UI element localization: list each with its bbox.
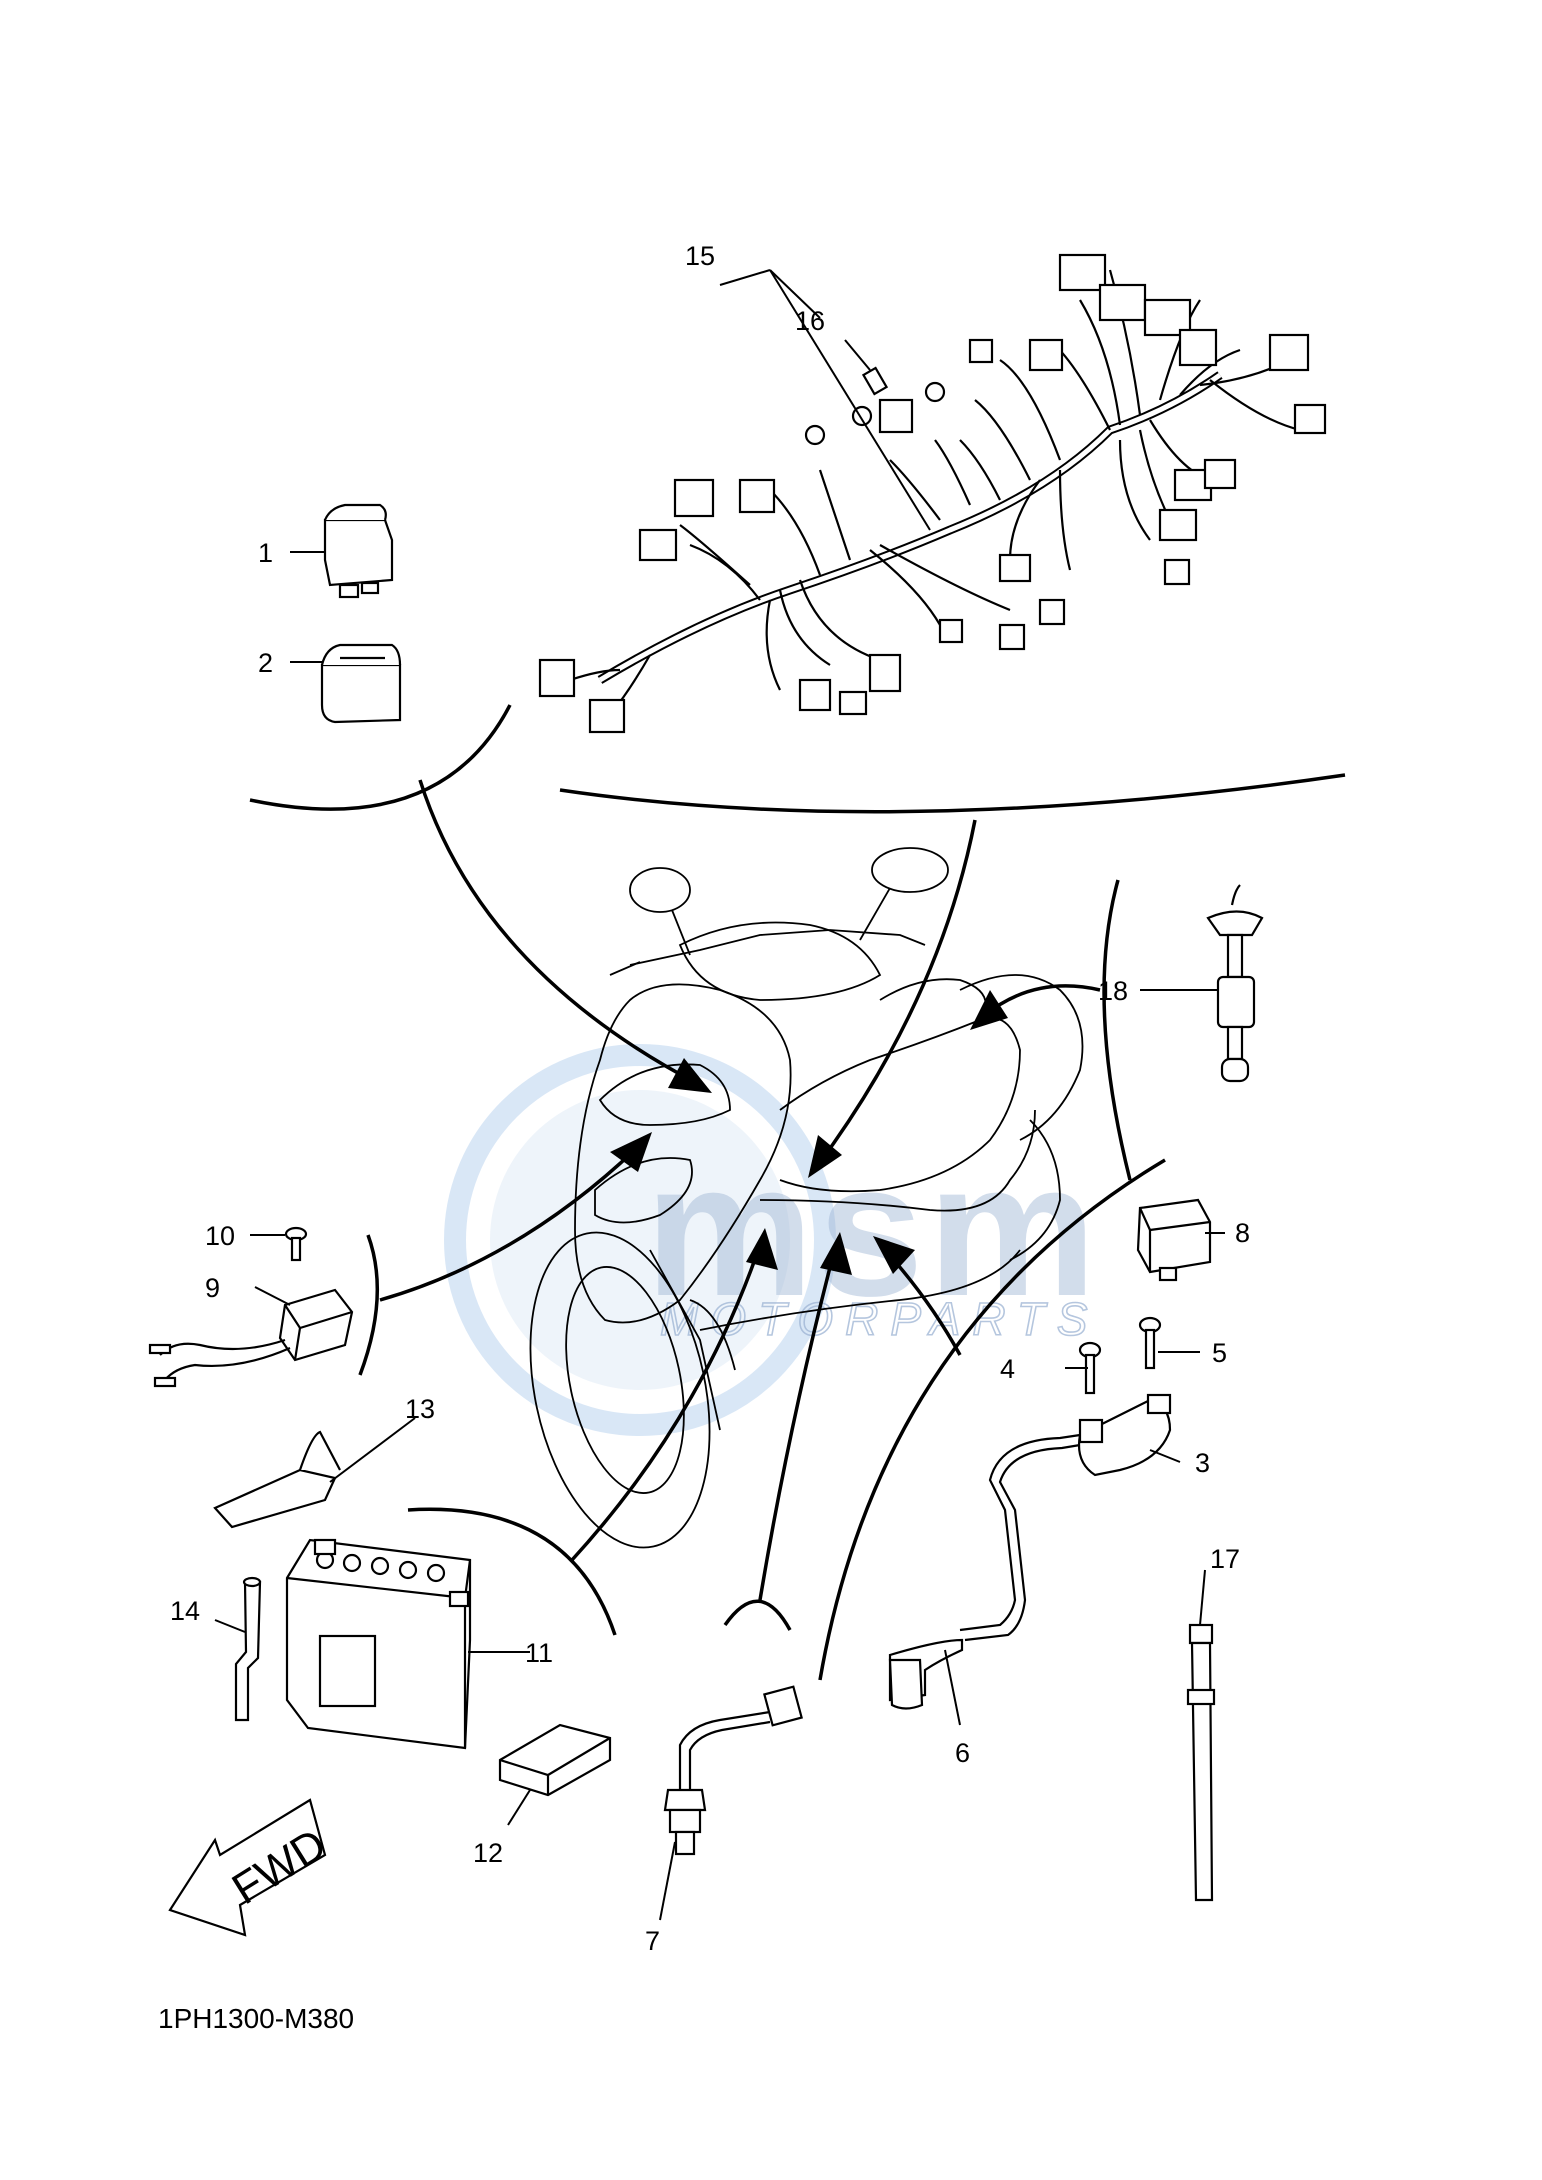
arrow-head-icon (970, 990, 1008, 1030)
callout-4: 4 (1000, 1354, 1015, 1384)
callout-2: 2 (258, 648, 273, 678)
arrow-head-icon (610, 1132, 652, 1172)
callout-8: 8 (1235, 1218, 1250, 1248)
callout-labels: 1 2 3 4 5 6 7 8 9 10 11 12 13 14 15 16 1… (170, 241, 1250, 1956)
callout-16: 16 (795, 306, 825, 336)
part-13-bracket (213, 1430, 341, 1529)
callout-10: 10 (205, 1221, 235, 1251)
part-14-tube (234, 1576, 262, 1722)
watermark-subtext: MOTORPARTS (660, 1293, 1099, 1345)
scooter-outline (529, 847, 1084, 1549)
arrow-head-icon (668, 1058, 712, 1093)
part-6-plug-cap (888, 1638, 964, 1710)
callout-1: 1 (258, 538, 273, 568)
callout-14: 14 (170, 1596, 200, 1626)
part-11-battery (285, 1538, 472, 1750)
callout-18: 18 (1098, 976, 1128, 1006)
watermark-logo-text: msm (645, 1124, 1101, 1336)
watermark: msm MOTORPARTS (444, 1044, 1101, 1436)
callout-13: 13 (405, 1394, 435, 1424)
watermark-globe-inner (490, 1090, 790, 1390)
part-18-grommet (1206, 884, 1264, 1083)
part-7-sensor (663, 1685, 803, 1856)
callout-5: 5 (1212, 1338, 1227, 1368)
callout-3: 3 (1195, 1448, 1210, 1478)
pointer-arrows (379, 779, 1101, 1601)
watermark-globe (444, 1044, 836, 1436)
arrow-head-icon (820, 1232, 852, 1275)
part-12-pad (498, 1723, 612, 1797)
part-4-screw (1078, 1341, 1102, 1395)
part-1-unit (323, 503, 394, 599)
part-8-relay (1136, 1198, 1212, 1282)
wire-harness (538, 253, 1327, 734)
callout-leaders (214, 269, 1225, 1921)
callout-11: 11 (525, 1638, 553, 1668)
callout-17: 17 (1210, 1544, 1240, 1574)
forward-arrow: FWD (168, 1798, 335, 1937)
callout-9: 9 (205, 1273, 220, 1303)
section-dividers (249, 704, 1346, 1681)
part-3-coil (959, 1393, 1172, 1642)
arrow-head-icon (746, 1228, 778, 1270)
callout-7: 7 (645, 1926, 660, 1956)
callout-15: 15 (685, 241, 715, 271)
part-9-unit (148, 1288, 354, 1388)
callout-12: 12 (473, 1838, 503, 1868)
part-2-holder (320, 643, 402, 724)
part-5-screw (1138, 1316, 1162, 1370)
part-10-screw (284, 1226, 308, 1262)
arrow-head-icon (873, 1236, 915, 1274)
arrow-head-icon (808, 1135, 842, 1178)
part-17-cable-tie (1186, 1623, 1216, 1902)
diagram-reference-code: 1PH1300-M380 (158, 2003, 354, 2034)
callout-6: 6 (955, 1738, 970, 1768)
